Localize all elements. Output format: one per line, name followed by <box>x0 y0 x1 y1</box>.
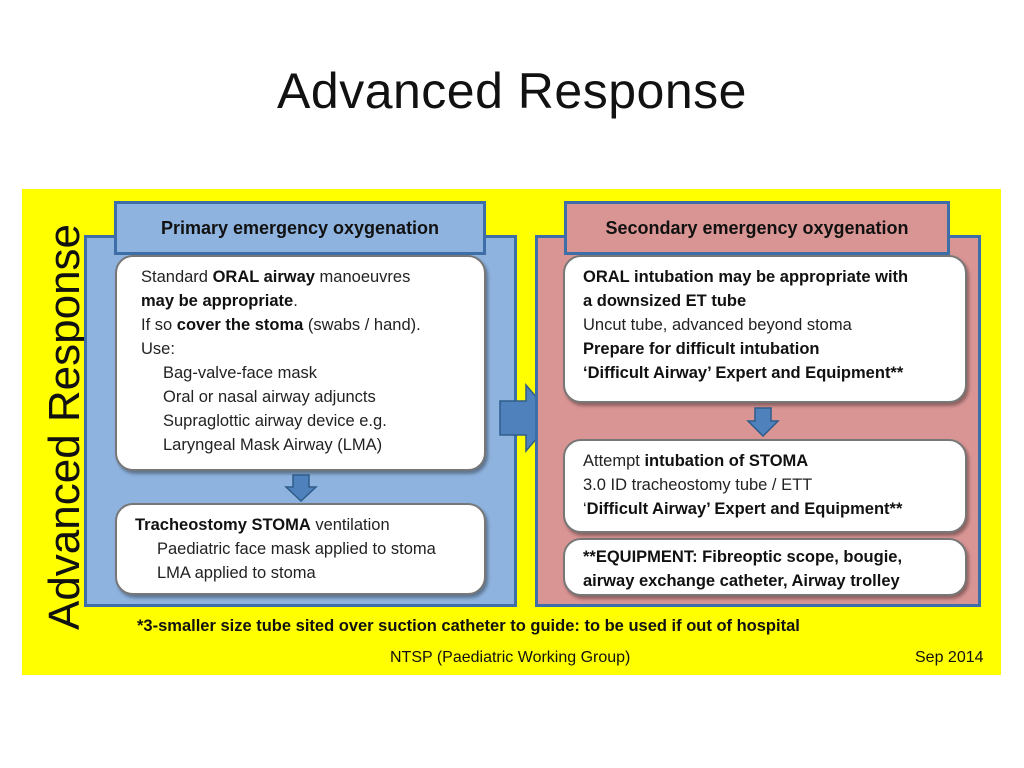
date: Sep 2014 <box>915 649 984 666</box>
text-line: airway exchange catheter, Airway trolley <box>583 572 900 590</box>
text-line: Attempt intubation of STOMA <box>583 452 809 470</box>
primary-oral-airway-box: Standard ORAL airway manoeuvres may be a… <box>115 255 486 471</box>
list-item: Laryngeal Mask Airway (LMA) <box>163 436 383 454</box>
text-line: Uncut tube, advanced beyond stoma <box>583 316 852 334</box>
text-line: 3.0 ID tracheostomy tube / ETT <box>583 476 813 494</box>
secondary-stoma-intubation-box: Attempt intubation of STOMA 3.0 ID trach… <box>563 439 967 533</box>
text-line: **EQUIPMENT: Fibreoptic scope, bougie, <box>583 548 903 566</box>
algorithm-poster: Advanced Response Primary emergency oxyg… <box>22 189 1001 675</box>
footnote: *3-smaller size tube sited over suction … <box>137 617 800 635</box>
text-line: If so cover the stoma (swabs / hand). <box>141 316 421 334</box>
down-arrow-icon <box>284 474 318 502</box>
down-arrow-icon <box>746 407 780 437</box>
secondary-header: Secondary emergency oxygenation <box>564 201 950 255</box>
list-item: Supraglottic airway device e.g. <box>163 412 387 430</box>
text-line: Tracheostomy STOMA ventilation <box>135 516 390 534</box>
text-line: a downsized ET tube <box>583 292 747 310</box>
list-item: LMA applied to stoma <box>157 564 316 582</box>
page-title: Advanced Response <box>277 63 747 119</box>
secondary-oral-intubation-box: ORAL intubation may be appropriate with … <box>563 255 967 403</box>
primary-stoma-ventilation-box: Tracheostomy STOMA ventilation Paediatri… <box>115 503 486 595</box>
text-line: may be appropriate. <box>141 292 298 310</box>
list-item: Bag-valve-face mask <box>163 364 318 382</box>
text-line: ‘Difficult Airway’ Expert and Equipment*… <box>583 500 903 518</box>
equipment-box: **EQUIPMENT: Fibreoptic scope, bougie, a… <box>563 538 967 596</box>
primary-header: Primary emergency oxygenation <box>114 201 486 255</box>
list-item: Oral or nasal airway adjuncts <box>163 388 376 406</box>
list-item: Paediatric face mask applied to stoma <box>157 540 436 558</box>
text-line: ‘Difficult Airway’ Expert and Equipment*… <box>583 364 904 382</box>
text-line: Standard ORAL airway manoeuvres <box>141 268 411 286</box>
text-line: Use: <box>141 340 175 358</box>
text-line: ORAL intubation may be appropriate with <box>583 268 909 286</box>
credit: NTSP (Paediatric Working Group) <box>390 649 631 666</box>
text-line: Prepare for difficult intubation <box>583 340 820 358</box>
